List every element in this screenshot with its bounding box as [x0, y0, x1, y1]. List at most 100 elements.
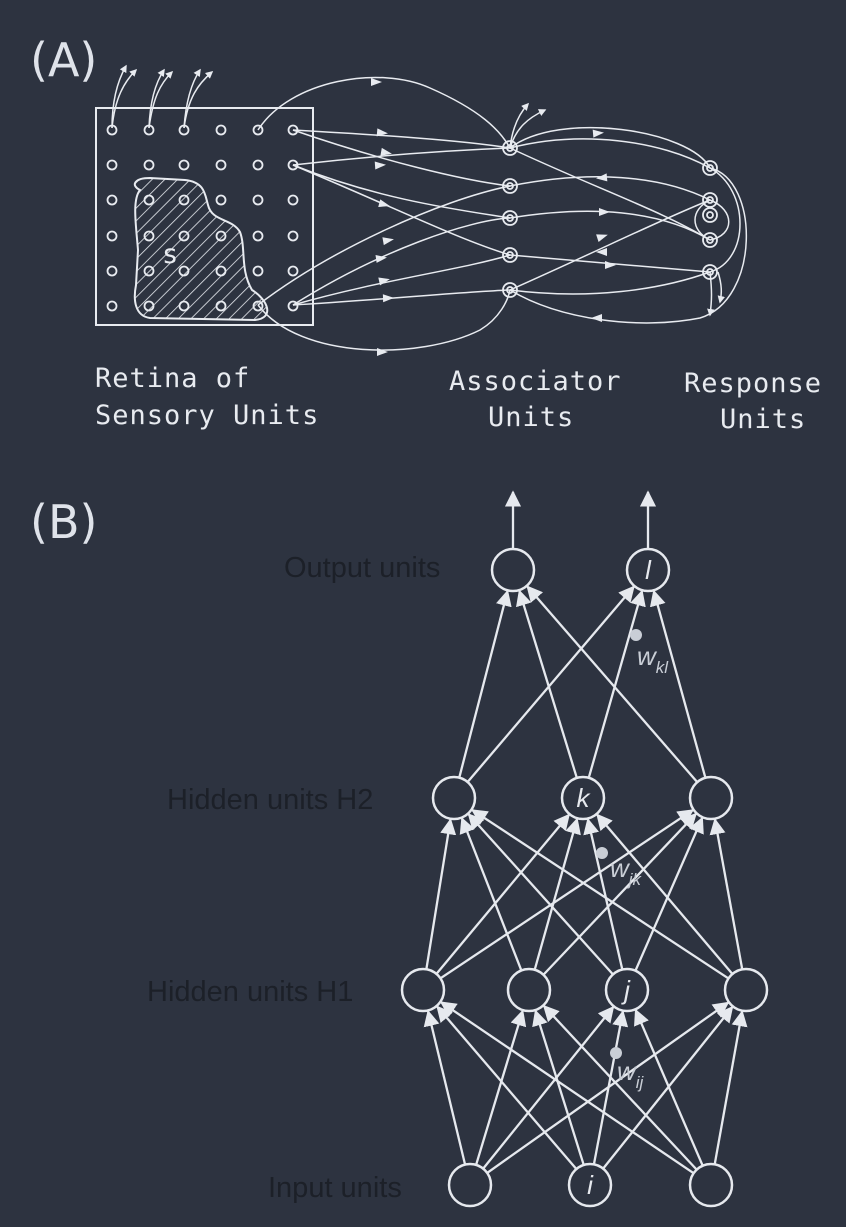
connection-edge	[542, 1004, 698, 1171]
sensory-unit	[252, 124, 264, 136]
weight-marker-ij	[610, 1047, 622, 1059]
sensory-unit	[178, 265, 190, 277]
sensory-unit	[106, 265, 118, 277]
panel-a-arrowheads	[371, 78, 616, 356]
retina-output-arrows	[111, 64, 214, 129]
response-unit	[702, 160, 718, 176]
weight-label-jk: wjk	[610, 853, 643, 889]
connection-edge	[435, 813, 570, 975]
connection-edge	[471, 809, 730, 980]
connection-edge	[532, 1009, 585, 1166]
sensory-unit	[287, 265, 299, 277]
weight-label-kl: wkl	[637, 641, 669, 677]
inp-unit-label: i	[587, 1170, 594, 1200]
input-layer-label: Input units	[268, 1172, 402, 1204]
associator-unit-core	[506, 182, 514, 190]
connection-arrowhead	[374, 161, 386, 170]
sensory-unit	[106, 300, 118, 312]
sensory-unit	[178, 159, 190, 171]
h2-unit	[560, 775, 606, 821]
connection-edge	[526, 585, 699, 783]
sensory-unit	[252, 194, 264, 206]
sensory-unit	[106, 230, 118, 242]
sensory-unit	[252, 159, 264, 171]
sensory-unit	[287, 230, 299, 242]
retina-box	[95, 107, 314, 326]
response-unit	[702, 232, 718, 248]
sensory-unit	[178, 230, 190, 242]
sensory-unit	[215, 194, 227, 206]
connection-arrowhead	[377, 348, 388, 356]
output-layer-label: Output units	[284, 552, 440, 584]
associator-unit	[502, 247, 518, 263]
associator-unit-core	[506, 214, 514, 222]
connection-edge	[713, 1010, 748, 1165]
connection-edge	[634, 1008, 704, 1167]
connection-edge	[423, 1009, 467, 1165]
out-unit	[625, 547, 671, 593]
associator-unit	[502, 282, 518, 298]
associator-unit	[502, 210, 518, 226]
h1-unit	[723, 967, 769, 1013]
connection-edge	[516, 589, 578, 779]
connection-arrowhead	[591, 314, 602, 322]
connection-arrowhead	[605, 261, 616, 269]
h1-unit-label: j	[621, 975, 631, 1005]
response-unit	[702, 264, 718, 280]
response-label-line1: Response	[684, 368, 822, 399]
associator-unit-core	[506, 251, 514, 259]
out-unit	[490, 547, 536, 593]
connection-arrowhead	[378, 199, 390, 208]
response-unit-core	[706, 196, 714, 204]
network-edges	[423, 490, 748, 1175]
sensory-unit	[215, 159, 227, 171]
sensory-unit	[143, 159, 155, 171]
inp-unit	[567, 1162, 613, 1208]
connection-edge	[425, 818, 457, 970]
region-symbol: s	[162, 239, 179, 270]
connection-arrowhead	[599, 208, 610, 216]
sensory-unit	[178, 300, 190, 312]
h1-unit	[604, 967, 650, 1013]
connection-arrowhead	[382, 294, 394, 303]
sensory-unit	[178, 194, 190, 206]
h2-unit-label: k	[577, 783, 592, 813]
connection-edge	[459, 816, 523, 971]
connection-edge	[649, 589, 707, 779]
connection-edge	[542, 812, 697, 976]
connection-arrowhead	[382, 237, 394, 246]
panel-a-label: (A)	[30, 33, 97, 87]
panel-a: (A) s	[30, 33, 822, 435]
panel-b-label: (B)	[30, 495, 97, 549]
panel-a-connections	[257, 76, 747, 351]
sensory-unit	[215, 265, 227, 277]
connection-edge	[439, 809, 695, 980]
connection-edge	[596, 813, 734, 975]
weight-marker-kl	[630, 629, 642, 641]
connection-edge	[482, 1005, 615, 1170]
connection-edge	[436, 1005, 578, 1170]
sensory-unit	[143, 300, 155, 312]
response-unit-core	[706, 268, 714, 276]
retina-label-line2: Sensory Units	[95, 400, 319, 431]
associator-label-line2: Units	[488, 402, 574, 433]
panel-b: (B) Output units Hidden units H2 Hidden …	[30, 490, 769, 1208]
sensory-unit	[252, 265, 264, 277]
response-unit-core	[706, 236, 714, 244]
sensory-unit	[287, 194, 299, 206]
retina-label-line1: Retina of	[95, 363, 250, 394]
sensory-unit	[143, 265, 155, 277]
connection-arrowhead	[596, 248, 607, 256]
panel-a-units	[502, 140, 718, 298]
h1-unit	[506, 967, 552, 1013]
connection-arrowhead	[375, 255, 387, 263]
connection-edge	[439, 1001, 695, 1175]
h1-layer-label: Hidden units H1	[147, 976, 353, 1008]
connection-arrowhead	[378, 277, 390, 286]
weight-marker-jk	[596, 847, 608, 859]
connection-edge	[474, 1009, 527, 1166]
connection-arrowhead	[592, 129, 604, 138]
h1-unit	[400, 967, 446, 1013]
stimulus-region	[133, 176, 269, 322]
